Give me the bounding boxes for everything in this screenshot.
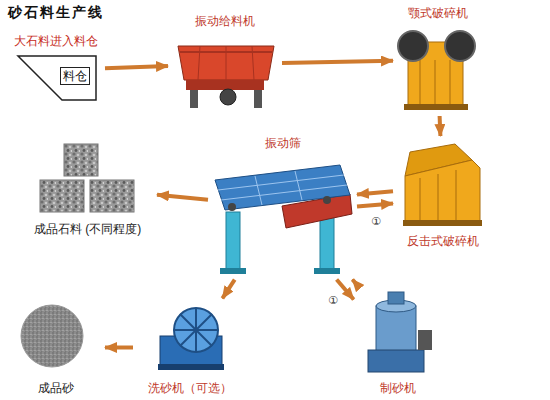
machine-label: 振动筛 (265, 136, 301, 150)
flow-arrow (222, 280, 234, 299)
stone-sample (90, 180, 134, 212)
machine-node: 成品石料 (不同程度) (20, 140, 155, 236)
impact-body (405, 160, 480, 222)
feeder-base (186, 80, 264, 90)
jaw-rib (450, 60, 451, 104)
maker-cylinder (376, 306, 416, 352)
screen-spring (228, 203, 236, 211)
sand-maker (368, 292, 432, 372)
jaw-base (404, 104, 468, 110)
machine-label: 颚式破碎机 (408, 6, 468, 20)
machine-label: 振动给料机 (195, 14, 255, 28)
stone-sample (40, 180, 84, 212)
flow-arrow (438, 116, 443, 136)
flow-arrow (357, 203, 393, 206)
machine-label: 洗砂机（可选） (148, 381, 232, 395)
maker-motor (418, 330, 432, 350)
screen-spring (323, 196, 331, 204)
washer-wheel (174, 308, 218, 352)
flow-arrow (282, 61, 393, 63)
machine-label: 反击式破碎机 (407, 234, 479, 248)
finished-stone (40, 144, 134, 212)
vibrating-feeder (178, 46, 274, 108)
machine-node: 振动给料机 (170, 14, 280, 114)
flow-arrow (337, 280, 354, 300)
machine-node: 成品砂 (8, 300, 103, 395)
flow-arrow (105, 66, 168, 68)
feeder-rib (252, 46, 254, 80)
flywheel (445, 31, 475, 61)
impact-crusher (403, 144, 482, 226)
vibrating-screen (215, 165, 352, 274)
feeder-rib (226, 46, 227, 80)
machine-node: 振动筛 (210, 136, 355, 278)
feeder-trough (178, 46, 274, 80)
machine-label: 成品砂 (38, 381, 74, 395)
hopper (18, 56, 96, 100)
machine-node: 反击式破碎机 (395, 138, 490, 248)
jaw-rib (420, 60, 421, 104)
machine-node: 大石料进入料仓料仓 (8, 34, 103, 106)
impact-rib (438, 174, 439, 220)
jaw-crusher (398, 31, 475, 110)
title: 砂石料生产线 (8, 4, 104, 22)
machine-node: 制砂机 (355, 288, 440, 395)
screen-foot (220, 268, 246, 274)
screen-mesh (295, 171, 302, 200)
washer-spoke (180, 314, 212, 346)
maker-base (368, 350, 424, 372)
screen-leg (226, 212, 240, 270)
sand-washer (158, 308, 224, 370)
maker-inlet (388, 292, 404, 304)
impact-rib (420, 178, 421, 220)
machine-node: 颚式破碎机 (395, 6, 480, 114)
machine-label: 成品石料 (不同程度) (34, 222, 141, 236)
impact-base (403, 220, 482, 226)
washer-spoke (180, 314, 212, 346)
feeder-leg (254, 90, 262, 108)
machine-label: 大石料进入料仓 (14, 34, 98, 48)
impact-rib (456, 170, 457, 220)
screen-mesh (255, 176, 262, 205)
callout-number: ① (370, 215, 382, 227)
bin-label: 料仓 (60, 67, 90, 85)
flow-arrow (352, 280, 358, 287)
feeder-motor (220, 89, 236, 105)
feeder-rib (198, 46, 200, 80)
flow-arrow (357, 191, 393, 194)
machine-node: 洗砂机（可选） (135, 300, 245, 395)
screen-deck (215, 165, 350, 210)
flow-arrow (105, 346, 133, 350)
flywheel (398, 31, 428, 61)
flow-arrow (157, 195, 208, 200)
callout-number: ① (327, 294, 339, 306)
jaw-rib (435, 60, 436, 104)
machine-label: 制砂机 (380, 381, 416, 395)
stone-sample (64, 144, 98, 176)
finished-sand (21, 305, 83, 367)
hopper-outline (18, 56, 96, 100)
sand-pile (21, 305, 83, 367)
feeder-leg (190, 90, 198, 108)
screen-foot (314, 268, 340, 274)
washer-base (158, 364, 224, 370)
